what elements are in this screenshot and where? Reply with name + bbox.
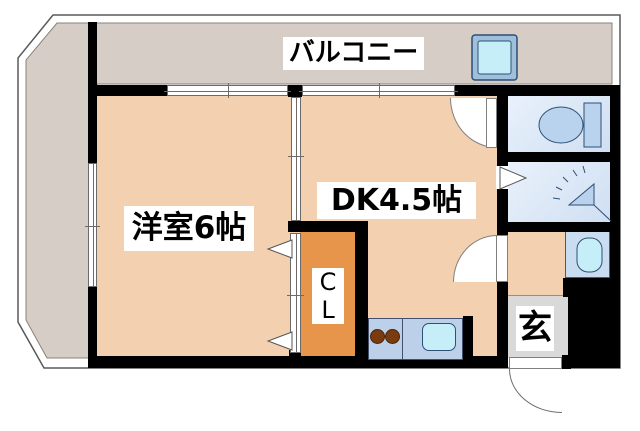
toilet-icon	[538, 102, 602, 148]
closet-door-triangle-top-icon	[266, 239, 293, 259]
wall-dk-toilet	[497, 96, 508, 235]
wall-block-upper	[563, 278, 620, 297]
closet-label-line2: L	[321, 296, 335, 324]
sliding-partition-room-dk	[288, 97, 304, 221]
bathroom-folding-door-triangle-icon	[499, 166, 528, 190]
wall-right	[610, 96, 620, 368]
closet-door-triangle-bottom-icon	[266, 331, 293, 351]
wall-bath-bottom	[497, 222, 620, 232]
closet-label: C L	[312, 268, 344, 324]
kitchen-counter-divider	[402, 318, 403, 360]
kitchen-sink-icon	[422, 323, 456, 351]
stove-burner-left-icon	[370, 329, 385, 344]
wall-top-c	[455, 85, 620, 96]
wall-top-a	[96, 85, 167, 96]
balcony-label: バルコニー	[283, 37, 424, 70]
wall-left-lower	[88, 287, 97, 356]
wall-counter-stub	[463, 316, 473, 356]
dk-hall-door-leaf	[496, 235, 508, 282]
balcony-window-dk	[299, 83, 458, 98]
balcony-window-left	[85, 163, 100, 287]
wall-left-upper	[88, 22, 97, 163]
entrance-label: 玄	[516, 306, 554, 351]
wall-closet-right	[355, 232, 368, 356]
washing-machine-pan-icon	[471, 34, 518, 81]
wall-top-b	[288, 85, 302, 97]
stove-burner-right-icon	[385, 329, 400, 344]
closet-label-line1: C	[319, 268, 337, 296]
hallway-floor	[497, 230, 565, 297]
dining-kitchen-label: DK4.5帖	[317, 182, 476, 219]
wall-entry-right-stub	[562, 355, 571, 369]
balcony-window-western-room	[164, 83, 291, 98]
western-room-label: 洋室6帖	[124, 206, 254, 251]
washbasin-icon	[576, 237, 603, 273]
sliding-door-closet	[287, 233, 304, 353]
wall-genkan-left	[497, 282, 508, 358]
wall-slide-bottom-stub	[289, 350, 301, 357]
wall-block-lower	[568, 295, 620, 368]
shower-icon	[552, 165, 612, 222]
wall-toilet-bath-divider	[508, 152, 610, 162]
wall-closet-top	[288, 221, 368, 232]
toilet-door-leaf	[486, 98, 497, 148]
